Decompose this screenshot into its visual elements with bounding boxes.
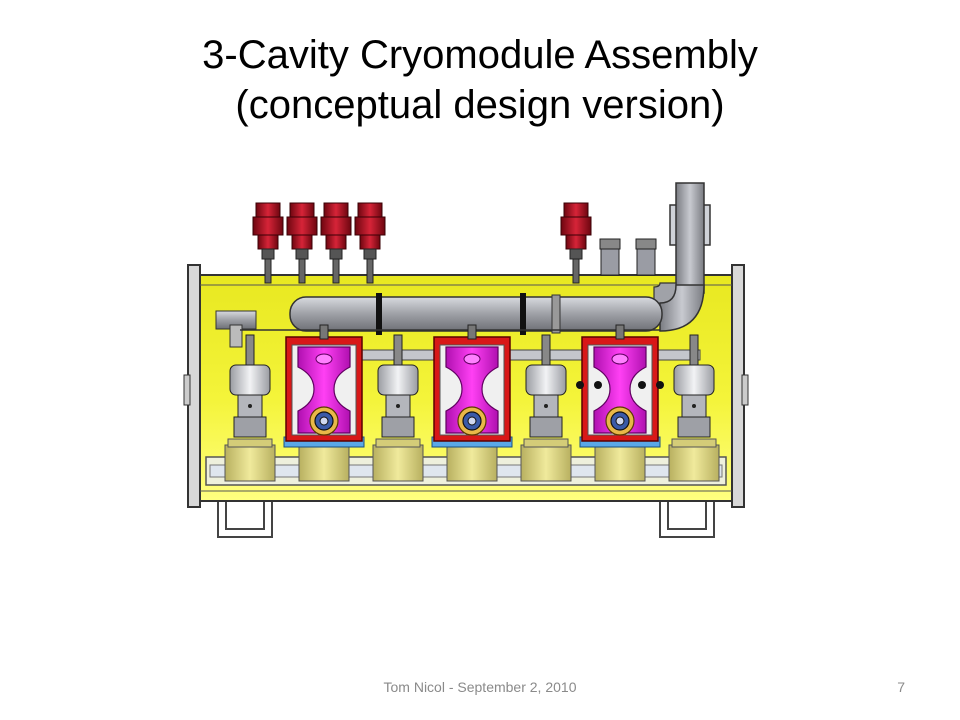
support-leg-left: [217, 500, 273, 538]
cavity-group: [283, 324, 664, 448]
title-line-2: (conceptual design version): [235, 83, 725, 127]
page-number: 7: [897, 679, 905, 695]
cavity-3: [576, 324, 664, 448]
cavity-1: [283, 324, 365, 448]
tuner-group: [229, 334, 715, 438]
cavity-2: [431, 324, 513, 448]
slide-title: 3-Cavity Cryomodule Assembly (conceptual…: [0, 30, 960, 130]
footer: Tom Nicol - September 2, 2010 7: [0, 676, 960, 700]
feedthrough-group: [599, 238, 657, 276]
title-line-1: 3-Cavity Cryomodule Assembly: [202, 33, 758, 77]
support-leg-right: [659, 500, 715, 538]
helium-pipe: [215, 293, 701, 361]
cryomodule-diagram: [183, 182, 749, 538]
chimney-pipe: [653, 182, 711, 332]
footer-credit: Tom Nicol - September 2, 2010: [383, 679, 577, 695]
coupler-group: [252, 202, 592, 284]
